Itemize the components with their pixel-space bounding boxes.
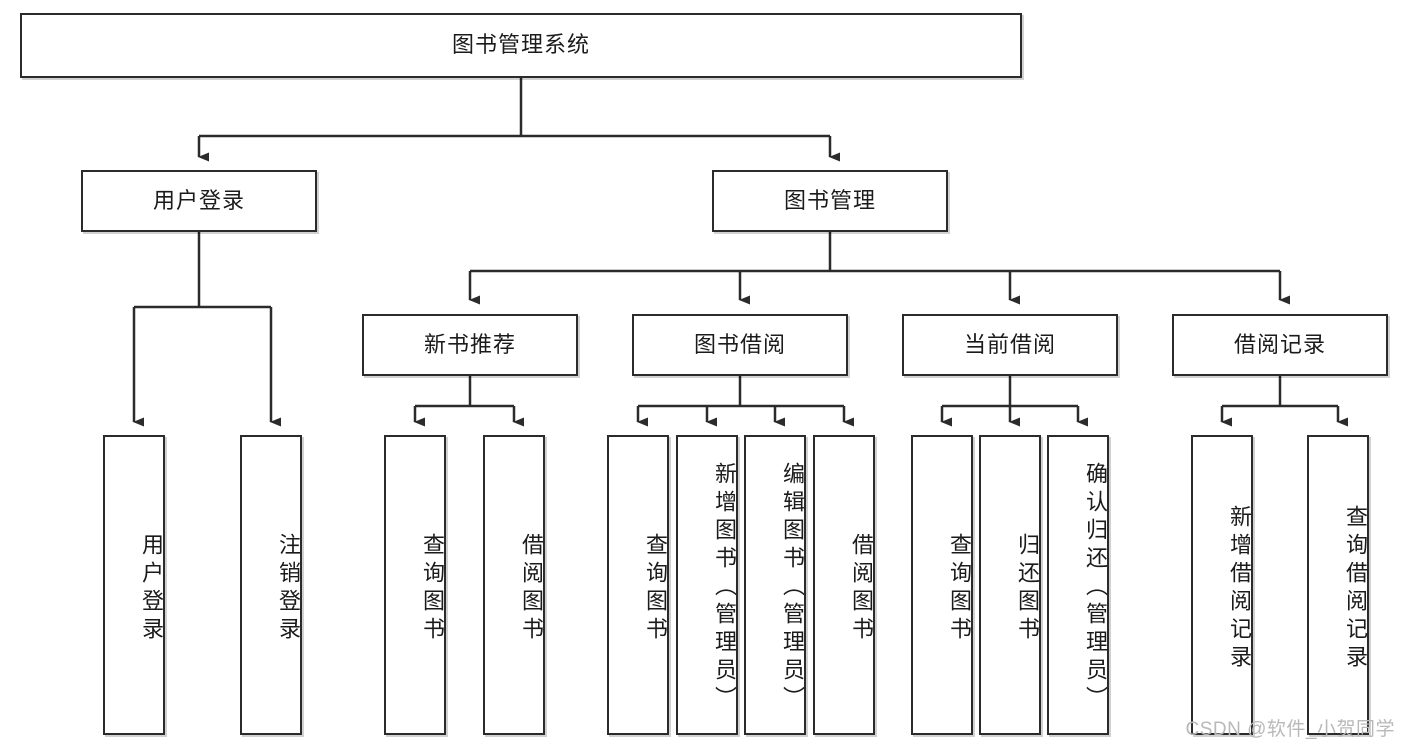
leaf-confirm-return-admin[interactable]: 确认归还（管理员） bbox=[1047, 435, 1109, 735]
leaf-add-borrow-record[interactable]: 新增借阅记录 bbox=[1191, 435, 1253, 735]
leaf-user-login[interactable]: 用户登录 bbox=[103, 435, 165, 735]
node-book-management[interactable]: 图书管理 bbox=[712, 170, 948, 232]
node-new-book-recommend[interactable]: 新书推荐 bbox=[362, 314, 578, 376]
csdn-watermark: CSDN @软件_小贺同学 bbox=[1185, 719, 1395, 740]
node-current-borrow[interactable]: 当前借阅 bbox=[902, 314, 1118, 376]
leaf-query-book-current[interactable]: 查询图书 bbox=[911, 435, 973, 735]
leaf-edit-book-admin[interactable]: 编辑图书（管理员） bbox=[744, 435, 806, 735]
node-book-borrow[interactable]: 图书借阅 bbox=[632, 314, 848, 376]
leaf-borrow-book-new[interactable]: 借阅图书 bbox=[483, 435, 545, 735]
node-root-book-management-system[interactable]: 图书管理系统 bbox=[20, 13, 1022, 78]
leaf-query-borrow-record[interactable]: 查询借阅记录 bbox=[1307, 435, 1369, 735]
leaf-logout[interactable]: 注销登录 bbox=[240, 435, 302, 735]
leaf-add-book-admin[interactable]: 新增图书（管理员） bbox=[676, 435, 738, 735]
leaf-return-book[interactable]: 归还图书 bbox=[979, 435, 1041, 735]
leaf-query-book-new[interactable]: 查询图书 bbox=[384, 435, 446, 735]
node-borrow-record[interactable]: 借阅记录 bbox=[1172, 314, 1388, 376]
node-user-login[interactable]: 用户登录 bbox=[81, 170, 317, 232]
leaf-query-book-borrow[interactable]: 查询图书 bbox=[607, 435, 669, 735]
leaf-borrow-book[interactable]: 借阅图书 bbox=[813, 435, 875, 735]
